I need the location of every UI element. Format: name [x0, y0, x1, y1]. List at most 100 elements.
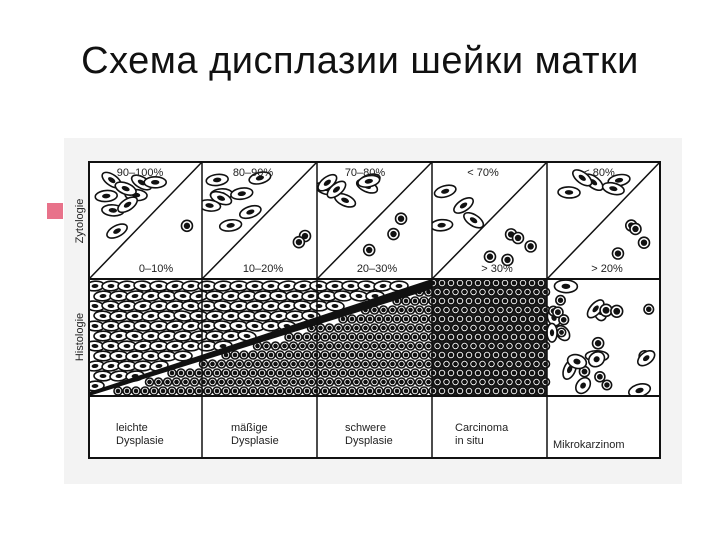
atypical-cell — [405, 359, 416, 369]
atypical-cell — [473, 296, 483, 306]
atypical-cell — [432, 287, 443, 297]
atypical-cell — [473, 350, 483, 360]
basal-cell — [180, 219, 194, 233]
basal-cell — [362, 243, 376, 257]
atypical-cell — [513, 341, 524, 351]
atypical-cell — [464, 296, 474, 306]
atypical-cell — [491, 332, 501, 342]
invasive-cell — [594, 370, 606, 383]
superficial-cell — [433, 184, 457, 199]
atypical-cell — [527, 314, 537, 324]
atypical-cell — [486, 359, 497, 369]
atypical-cell — [149, 386, 159, 396]
atypical-cell — [311, 386, 321, 396]
epithelial-cell — [245, 300, 265, 312]
epithelial-cell — [89, 360, 105, 372]
atypical-cell — [432, 377, 443, 387]
atypical-cell — [459, 287, 470, 297]
epithelial-cell — [181, 340, 201, 352]
col1-bottom-percent: 0–10% — [139, 263, 173, 275]
superficial-cell — [557, 186, 581, 199]
atypical-cell — [477, 377, 488, 387]
atypical-cell — [342, 359, 353, 369]
atypical-cell — [338, 332, 348, 342]
atypical-cell — [342, 377, 353, 387]
atypical-cell — [428, 314, 438, 324]
atypical-cell — [383, 350, 393, 360]
atypical-cell — [288, 359, 299, 369]
epithelial-cell — [157, 290, 177, 302]
invasive-cell — [601, 379, 613, 391]
atypical-cell — [302, 350, 312, 360]
atypical-cell — [279, 377, 290, 387]
col5-top-percent: < 80% — [583, 167, 615, 179]
atypical-cell — [342, 323, 353, 333]
epithelial-cell — [125, 310, 145, 322]
atypical-cell — [369, 341, 380, 351]
col4-top-percent: < 70% — [467, 167, 499, 179]
superficial-cell — [357, 174, 381, 188]
atypical-cell — [401, 368, 411, 378]
atypical-cell — [302, 368, 312, 378]
atypical-cell — [527, 296, 537, 306]
atypical-cell — [351, 323, 362, 333]
atypical-cell — [446, 279, 456, 288]
atypical-cell — [396, 341, 407, 351]
atypical-cell — [158, 386, 168, 396]
atypical-cell — [306, 341, 317, 351]
atypical-cell — [495, 359, 506, 369]
atypical-cell — [441, 359, 452, 369]
atypical-cell — [473, 279, 483, 288]
atypical-cell — [441, 287, 452, 297]
atypical-cell — [459, 341, 470, 351]
atypical-cell — [257, 350, 267, 360]
atypical-cell — [518, 350, 528, 360]
invasive-cell — [643, 303, 655, 315]
atypical-cell — [527, 368, 537, 378]
atypical-cell — [437, 314, 447, 324]
atypical-cell — [203, 368, 213, 378]
atypical-cell — [473, 386, 483, 396]
atypical-cell — [518, 368, 528, 378]
atypical-cell — [500, 386, 510, 396]
atypical-cell — [347, 368, 357, 378]
slide-title: Схема дисплазии шейки матки — [81, 40, 639, 82]
epithelial-cell — [117, 280, 137, 292]
epithelial-cell — [101, 280, 121, 292]
atypical-cell — [450, 377, 461, 387]
atypical-cell — [378, 305, 389, 315]
atypical-cell — [401, 296, 411, 306]
atypical-cell — [185, 368, 195, 378]
atypical-cell — [266, 386, 276, 396]
atypical-cell — [207, 377, 218, 387]
atypical-cell — [468, 341, 479, 351]
atypical-cell — [230, 368, 240, 378]
atypical-cell — [414, 377, 425, 387]
atypical-cell — [500, 314, 510, 324]
atypical-cell — [365, 314, 375, 324]
atypical-cell — [504, 287, 515, 297]
epithelial-cell — [349, 290, 369, 302]
invasive-cell — [553, 279, 579, 294]
atypical-cell — [459, 323, 470, 333]
atypical-cell — [536, 332, 546, 342]
atypical-cell — [531, 323, 542, 333]
superficial-cell — [114, 181, 137, 196]
atypical-cell — [486, 377, 497, 387]
atypical-cell — [531, 341, 542, 351]
atypical-cell — [441, 323, 452, 333]
atypical-cell — [347, 386, 357, 396]
epithelial-cell — [357, 280, 377, 292]
atypical-cell — [509, 368, 519, 378]
atypical-cell — [441, 377, 452, 387]
atypical-cell — [284, 350, 294, 360]
atypical-cell — [401, 332, 411, 342]
atypical-cell — [495, 377, 506, 387]
atypical-cell — [248, 368, 258, 378]
atypical-cell — [500, 368, 510, 378]
atypical-cell — [351, 341, 362, 351]
atypical-cell — [531, 359, 542, 369]
atypical-cell — [320, 368, 330, 378]
row-label-histology: Histologie — [74, 313, 86, 361]
atypical-cell — [261, 359, 272, 369]
